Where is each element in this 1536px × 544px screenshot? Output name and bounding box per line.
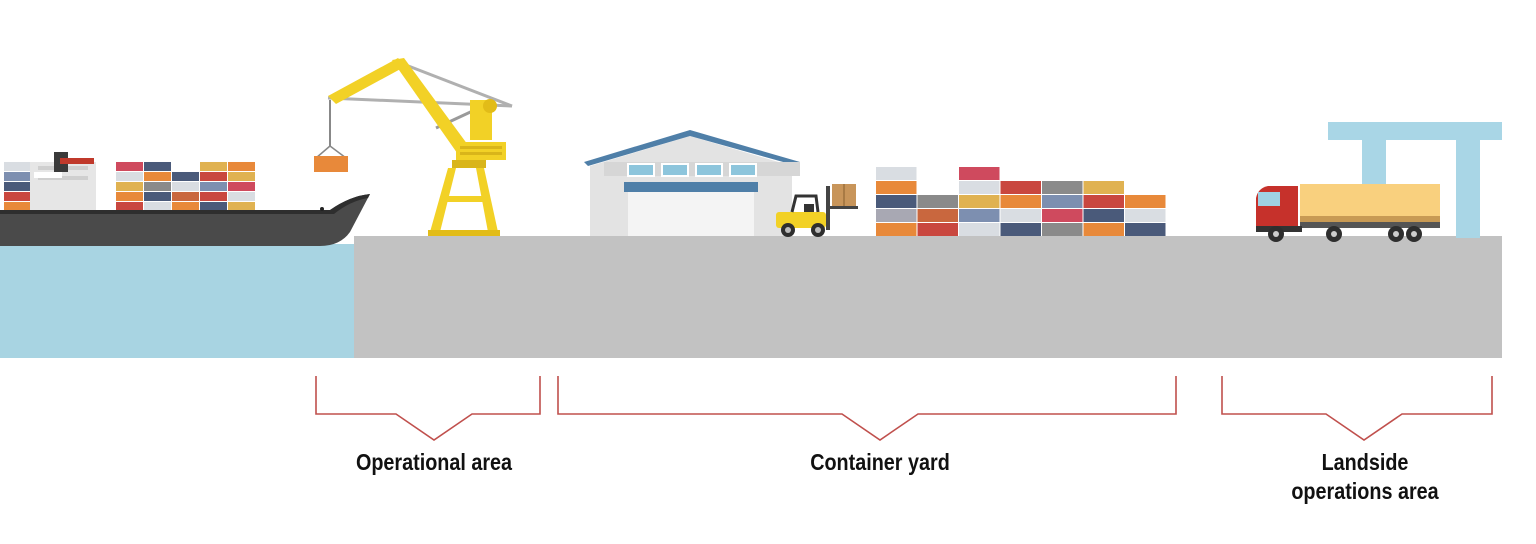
container-block (1000, 209, 1041, 222)
warehouse-icon (584, 130, 800, 236)
container-block (1125, 195, 1166, 208)
container-block (116, 192, 143, 201)
container-block (1125, 223, 1166, 236)
bracket-landside-operations (1221, 376, 1493, 441)
container-block (116, 182, 143, 191)
container-block (1083, 181, 1124, 194)
container-block (4, 172, 31, 181)
container-stack-icon (876, 167, 1166, 236)
bracket-operational-area (315, 376, 541, 441)
container-block (1083, 195, 1124, 208)
container-block (876, 223, 917, 236)
container-block (116, 202, 143, 211)
container-block (1083, 209, 1124, 222)
container-block (876, 167, 917, 180)
container-yard-text: Container yard (810, 449, 950, 475)
container-block (144, 192, 171, 201)
container-block (1125, 209, 1166, 222)
operational-area-text: Operational area (355, 449, 513, 475)
container-block (200, 172, 227, 181)
container-block (200, 202, 227, 211)
bracket-container-yard (557, 376, 1177, 441)
container-block (1083, 223, 1124, 236)
container-block (917, 195, 958, 208)
quay-ground (354, 236, 1502, 358)
gantry-crane-icon (1328, 122, 1502, 238)
container-block (959, 181, 1000, 194)
container-block (200, 192, 227, 201)
container-block (1042, 181, 1083, 194)
container-block (1042, 223, 1083, 236)
container-block (144, 202, 171, 211)
container-block (1000, 223, 1041, 236)
water (0, 244, 358, 358)
container-block (144, 162, 171, 171)
container-block (1042, 209, 1083, 222)
container-block (959, 209, 1000, 222)
container-block (876, 209, 917, 222)
container-block (959, 223, 1000, 236)
container-block (4, 202, 31, 211)
zone-label-container-yard: Container yard (768, 448, 992, 477)
container-block (1042, 195, 1083, 208)
container-block (144, 172, 171, 181)
container-block (200, 162, 227, 171)
ship-icon (0, 152, 370, 246)
container-block (917, 209, 958, 222)
zone-brackets (315, 376, 1493, 441)
container-block (876, 195, 917, 208)
forklift-icon (776, 184, 858, 237)
landside-text-line1: Landside (1321, 449, 1409, 475)
container-block (172, 182, 199, 191)
container-block (959, 167, 1000, 180)
zone-label-landside-operations: Landside operations area (1249, 448, 1481, 506)
container-block (228, 172, 255, 181)
container-block (172, 172, 199, 181)
container-block (917, 223, 958, 236)
container-block (172, 192, 199, 201)
container-block (144, 182, 171, 191)
harbor-crane-icon (314, 58, 513, 236)
zone-label-operational-area: Operational area (322, 448, 546, 477)
container-block (116, 172, 143, 181)
container-block (228, 202, 255, 211)
container-block (4, 192, 31, 201)
container-block (1000, 195, 1041, 208)
container-block (228, 162, 255, 171)
container-block (1000, 181, 1041, 194)
container-block (876, 181, 917, 194)
container-block (172, 202, 199, 211)
container-block (4, 182, 31, 191)
container-block (116, 162, 143, 171)
container-block (228, 182, 255, 191)
container-block (4, 162, 31, 171)
truck-icon (1256, 184, 1440, 242)
landside-text-line2: operations area (1291, 478, 1439, 504)
container-block (959, 195, 1000, 208)
container-block (200, 182, 227, 191)
container-block (228, 192, 255, 201)
